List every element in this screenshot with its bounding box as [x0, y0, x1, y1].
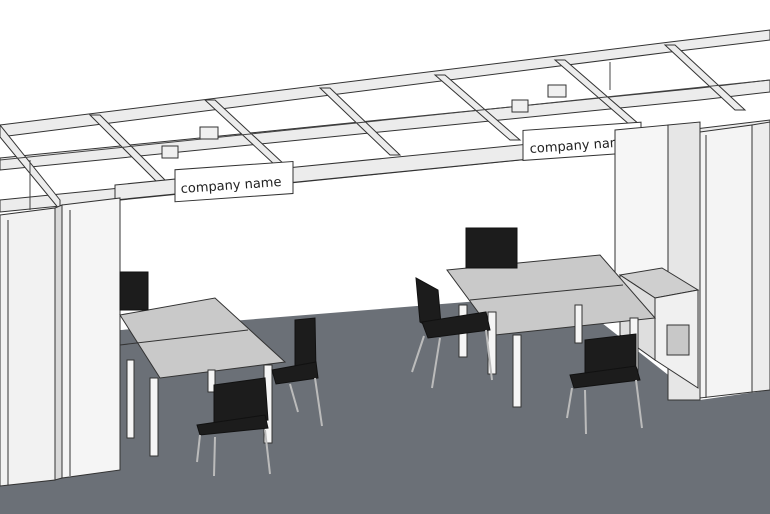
spotlights — [161, 84, 567, 159]
sign-right-text: company name — [529, 135, 631, 157]
frame-lines — [0, 62, 770, 210]
chair-front-left — [196, 377, 271, 477]
chair-front-right — [566, 333, 643, 435]
chair-side-right — [411, 277, 493, 389]
chair-back-left — [119, 271, 149, 311]
chair-back-right — [465, 227, 518, 269]
table-left — [119, 297, 287, 457]
left-wall-panels — [0, 197, 121, 487]
sign-left: company name — [174, 160, 294, 203]
sign-left-text: company name — [180, 175, 282, 197]
chair-side-left — [271, 317, 323, 427]
